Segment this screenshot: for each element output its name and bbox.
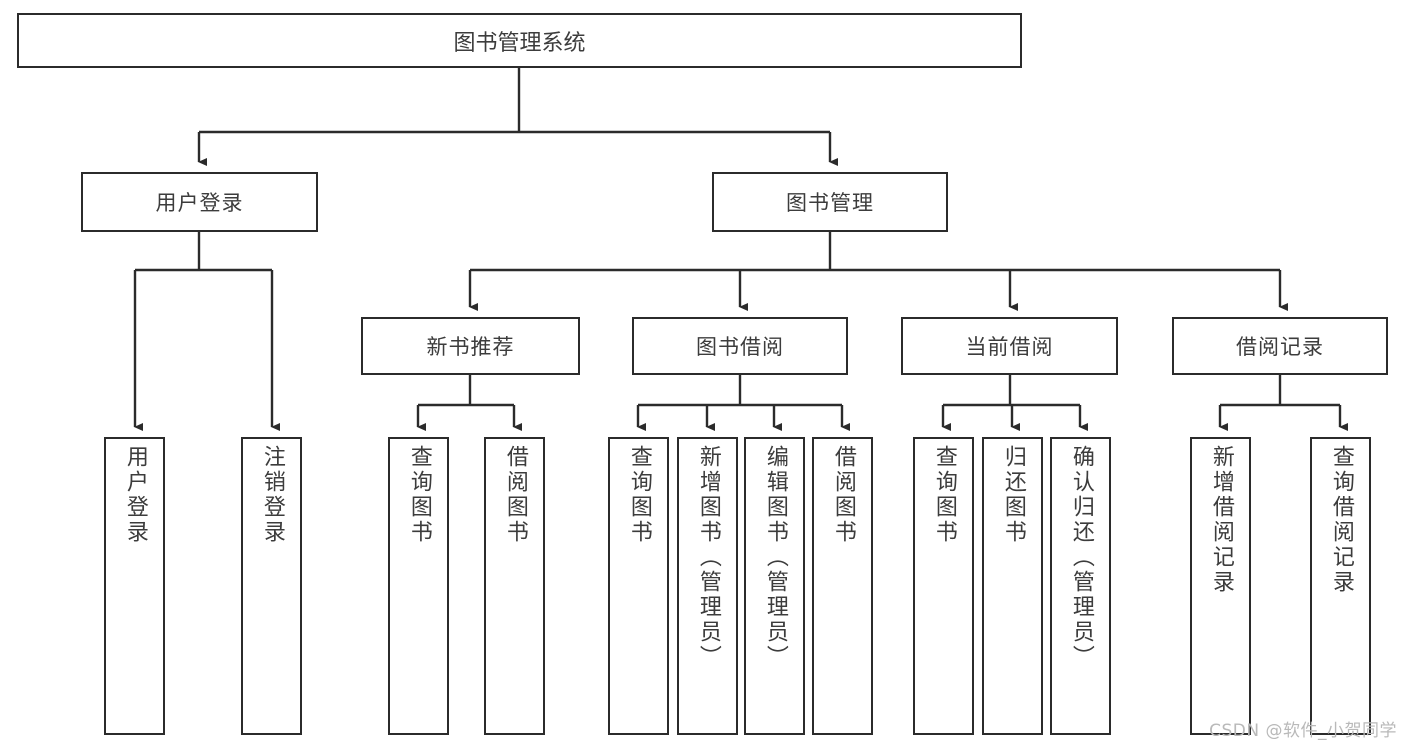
leaf-label: 确认归还（管理员） — [1068, 445, 1094, 670]
leaf-node[interactable]: 注销登录 — [241, 437, 302, 735]
leaf-node[interactable]: 查询图书 — [913, 437, 974, 735]
leaf-label: 新增借阅记录 — [1208, 445, 1234, 595]
csdn-watermark: CSDN @软件_小贺同学 — [1209, 721, 1397, 741]
leaf-node[interactable]: 查询图书 — [608, 437, 669, 735]
leaf-label: 编辑图书（管理员） — [762, 445, 788, 670]
node-borrow-record[interactable]: 借阅记录 — [1172, 317, 1388, 375]
leaf-node[interactable]: 编辑图书（管理员） — [744, 437, 805, 735]
leaf-label: 查询图书 — [406, 445, 432, 545]
leaf-label: 查询图书 — [626, 445, 652, 545]
leaf-node[interactable]: 借阅图书 — [484, 437, 545, 735]
leaf-node[interactable]: 确认归还（管理员） — [1050, 437, 1111, 735]
node-book-management[interactable]: 图书管理 — [712, 172, 948, 232]
leaf-node[interactable]: 查询图书 — [388, 437, 449, 735]
leaf-node[interactable]: 查询借阅记录 — [1310, 437, 1371, 735]
node-root-title[interactable]: 图书管理系统 — [17, 13, 1022, 68]
leaf-label: 新增图书（管理员） — [695, 445, 721, 670]
leaf-node[interactable]: 归还图书 — [982, 437, 1043, 735]
leaf-label: 查询借阅记录 — [1328, 445, 1354, 595]
node-current-borrow[interactable]: 当前借阅 — [901, 317, 1118, 375]
node-user-login[interactable]: 用户登录 — [81, 172, 318, 232]
leaf-label: 借阅图书 — [830, 445, 856, 545]
leaf-label: 注销登录 — [259, 445, 285, 545]
leaf-label: 归还图书 — [1000, 445, 1026, 545]
leaf-label: 借阅图书 — [502, 445, 528, 545]
node-new-book-recommend[interactable]: 新书推荐 — [361, 317, 580, 375]
leaf-label: 查询图书 — [931, 445, 957, 545]
node-book-borrow[interactable]: 图书借阅 — [632, 317, 848, 375]
leaf-label: 用户登录 — [122, 445, 148, 545]
leaf-node[interactable]: 借阅图书 — [812, 437, 873, 735]
leaf-node[interactable]: 新增图书（管理员） — [677, 437, 738, 735]
leaf-node[interactable]: 新增借阅记录 — [1190, 437, 1251, 735]
leaf-node[interactable]: 用户登录 — [104, 437, 165, 735]
